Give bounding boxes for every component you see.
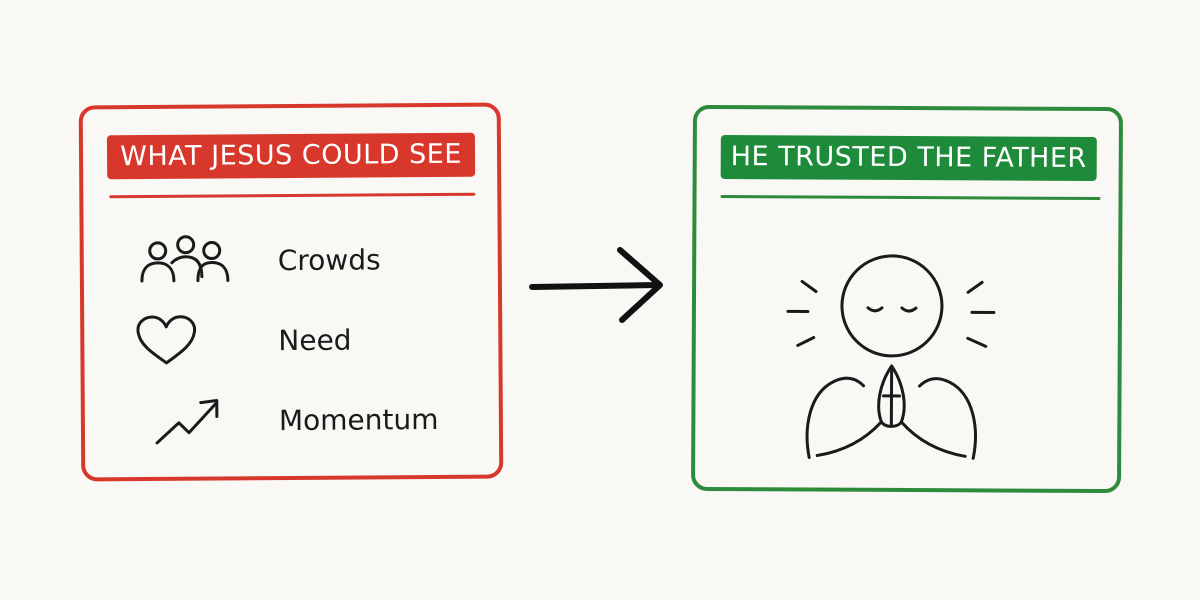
list-item-need: Need — [136, 312, 352, 370]
heart-icon — [136, 312, 236, 369]
trend-up-arrow-icon — [137, 392, 237, 449]
crowd-icon — [136, 232, 236, 289]
what-jesus-could-see-panel: WHAT JESUS COULD SEE Crowds — [78, 102, 504, 482]
right-arrow-icon — [526, 244, 668, 332]
list-item-crowds: Crowds — [136, 231, 381, 289]
he-trusted-the-father-panel: HE TRUSTED THE FATHER — [690, 104, 1124, 494]
left-panel-title: WHAT JESUS COULD SEE — [106, 132, 476, 180]
crowds-label: Crowds — [277, 242, 381, 277]
list-item-momentum: Momentum — [137, 391, 439, 449]
right-panel-title: HE TRUSTED THE FATHER — [720, 135, 1097, 181]
momentum-label: Momentum — [278, 402, 439, 437]
right-panel-divider — [720, 195, 1101, 201]
need-label: Need — [278, 323, 352, 357]
praying-person-icon — [781, 245, 1012, 472]
left-panel-divider — [109, 192, 476, 199]
